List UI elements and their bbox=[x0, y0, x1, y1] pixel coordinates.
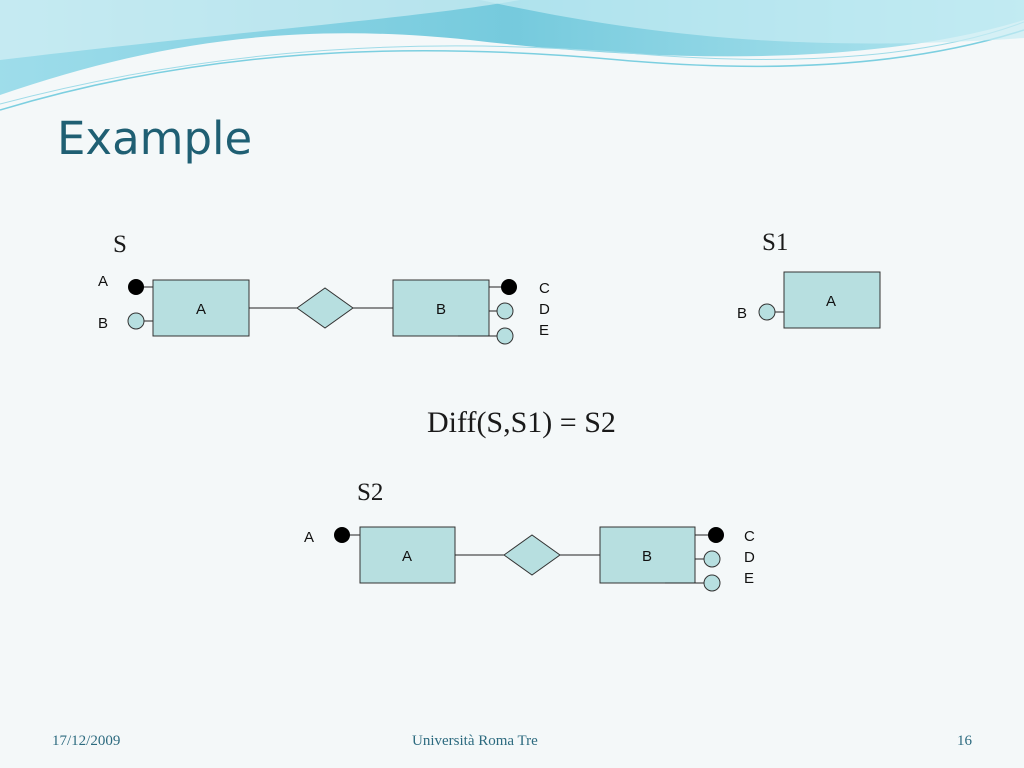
attr-label: D bbox=[744, 549, 755, 566]
diagram-s: A B A B C D E bbox=[98, 273, 550, 345]
attr-label: A bbox=[98, 273, 108, 290]
attr-label: B bbox=[737, 305, 747, 322]
identifier-attribute-dot bbox=[501, 279, 517, 295]
page-number: 16 bbox=[957, 733, 972, 749]
footer-date: 17/12/2009 bbox=[52, 733, 121, 749]
attr-label: E bbox=[539, 322, 549, 339]
attribute-dot bbox=[496, 302, 514, 320]
attribute-dot bbox=[703, 550, 721, 568]
entity-label: A bbox=[402, 548, 412, 565]
attr-label: D bbox=[539, 301, 550, 318]
attr-label: C bbox=[539, 280, 550, 297]
attr-label: E bbox=[744, 570, 754, 587]
attribute-dot bbox=[496, 327, 514, 345]
relationship-diamond bbox=[503, 534, 561, 576]
diff-formula: Diff(S,S1) = S2 bbox=[427, 406, 616, 439]
attr-label: A bbox=[304, 529, 314, 546]
entity-label: A bbox=[196, 301, 206, 318]
footer-institution: Università Roma Tre bbox=[412, 733, 538, 749]
identifier-attribute-dot bbox=[708, 527, 724, 543]
identifier-attribute-dot bbox=[334, 527, 350, 543]
attribute-dot bbox=[703, 574, 721, 592]
identifier-attribute-dot bbox=[128, 279, 144, 295]
entity-box bbox=[599, 526, 696, 584]
entity-label: B bbox=[436, 301, 446, 318]
diagram-s1: A B bbox=[737, 271, 881, 329]
entity-box bbox=[783, 271, 881, 329]
diagram-s2: A A B C D E bbox=[304, 526, 755, 592]
attr-label: C bbox=[744, 528, 755, 545]
attribute-dot bbox=[758, 303, 776, 321]
header-wave-decoration bbox=[0, 0, 1024, 111]
schema-label-s: S bbox=[113, 231, 127, 258]
attr-label: B bbox=[98, 315, 108, 332]
entity-box bbox=[359, 526, 456, 584]
entity-label: B bbox=[642, 548, 652, 565]
entity-box bbox=[392, 279, 490, 337]
entity-label: A bbox=[826, 293, 836, 310]
attribute-dot bbox=[127, 312, 145, 330]
slide-title: Example bbox=[57, 112, 253, 165]
schema-label-s1: S1 bbox=[762, 229, 789, 256]
schema-label-s2: S2 bbox=[357, 479, 384, 506]
relationship-diamond bbox=[296, 287, 354, 329]
